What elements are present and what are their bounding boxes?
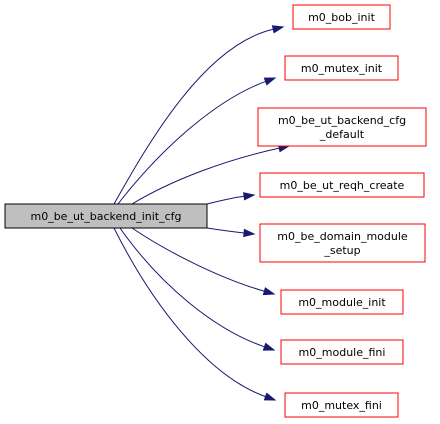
- edge-line: [131, 147, 280, 205]
- node-label: m0_be_domain_module: [277, 230, 408, 243]
- node-module-init[interactable]: m0_module_init: [280, 289, 404, 315]
- node-box[interactable]: [284, 55, 399, 81]
- node-label: m0_mutex_fini: [301, 399, 382, 412]
- node-module-fini[interactable]: m0_module_fini: [280, 339, 404, 365]
- node-box[interactable]: [284, 392, 399, 418]
- edge-root-to-module-init: [131, 227, 276, 296]
- node-box[interactable]: [257, 107, 427, 147]
- arrow-head-icon: [263, 77, 277, 86]
- arrow-head-icon: [271, 25, 285, 34]
- edge-root-to-module-fini: [119, 227, 276, 351]
- edge-line: [206, 227, 245, 234]
- call-nodes: m0_be_ut_backend_init_cfg m0_bob_init m0_m…: [4, 4, 427, 418]
- edge-root-to-mutex-fini: [113, 227, 277, 401]
- node-box[interactable]: [292, 4, 391, 30]
- node-be-ut-reqh-create[interactable]: m0_be_ut_reqh_create: [259, 172, 425, 198]
- edge-root-to-be-ut-reqh-create: [206, 192, 256, 205]
- node-box[interactable]: [259, 172, 425, 198]
- node-box[interactable]: [280, 289, 404, 315]
- arrow-head-icon: [243, 192, 256, 201]
- node-label: m0_bob_init: [308, 11, 375, 24]
- edge-root-to-be-domain-module-setup: [206, 227, 256, 238]
- node-label: m0_be_ut_backend_init_cfg: [30, 210, 181, 223]
- node-mutex-init[interactable]: m0_mutex_init: [284, 55, 399, 81]
- edge-line: [119, 227, 265, 348]
- node-be-domain-module-setup[interactable]: m0_be_domain_module_setup: [259, 223, 426, 263]
- node-mutex-fini[interactable]: m0_mutex_fini: [284, 392, 399, 418]
- arrow-head-icon: [263, 392, 277, 401]
- node-box[interactable]: [259, 223, 426, 263]
- node-label: _setup: [323, 244, 360, 257]
- arrow-head-icon: [243, 228, 256, 238]
- edge-line: [131, 227, 265, 292]
- arrow-head-icon: [262, 287, 276, 296]
- call-edges: [113, 25, 291, 401]
- node-label: m0_be_ut_backend_cfg: [278, 114, 406, 127]
- node-label: m0_mutex_init: [301, 62, 383, 75]
- node-label: m0_be_ut_reqh_create: [280, 179, 405, 192]
- root-node-box[interactable]: [4, 203, 208, 229]
- node-label: _default: [319, 128, 365, 141]
- node-box[interactable]: [280, 339, 404, 365]
- edge-line: [206, 195, 245, 205]
- root-node[interactable]: m0_be_ut_backend_init_cfg: [4, 203, 208, 229]
- node-bob-init[interactable]: m0_bob_init: [292, 4, 391, 30]
- edge-line: [113, 227, 266, 398]
- node-label: m0_module_init: [298, 296, 386, 309]
- node-label: m0_module_fini: [299, 346, 386, 359]
- edge-line: [117, 80, 266, 205]
- arrow-head-icon: [262, 342, 276, 351]
- edge-root-to-mutex-init: [117, 77, 277, 205]
- node-be-ut-backend-cfg-default[interactable]: m0_be_ut_backend_cfg_default: [257, 107, 427, 147]
- edge-root-to-bob-init: [113, 25, 285, 205]
- edge-line: [113, 28, 274, 205]
